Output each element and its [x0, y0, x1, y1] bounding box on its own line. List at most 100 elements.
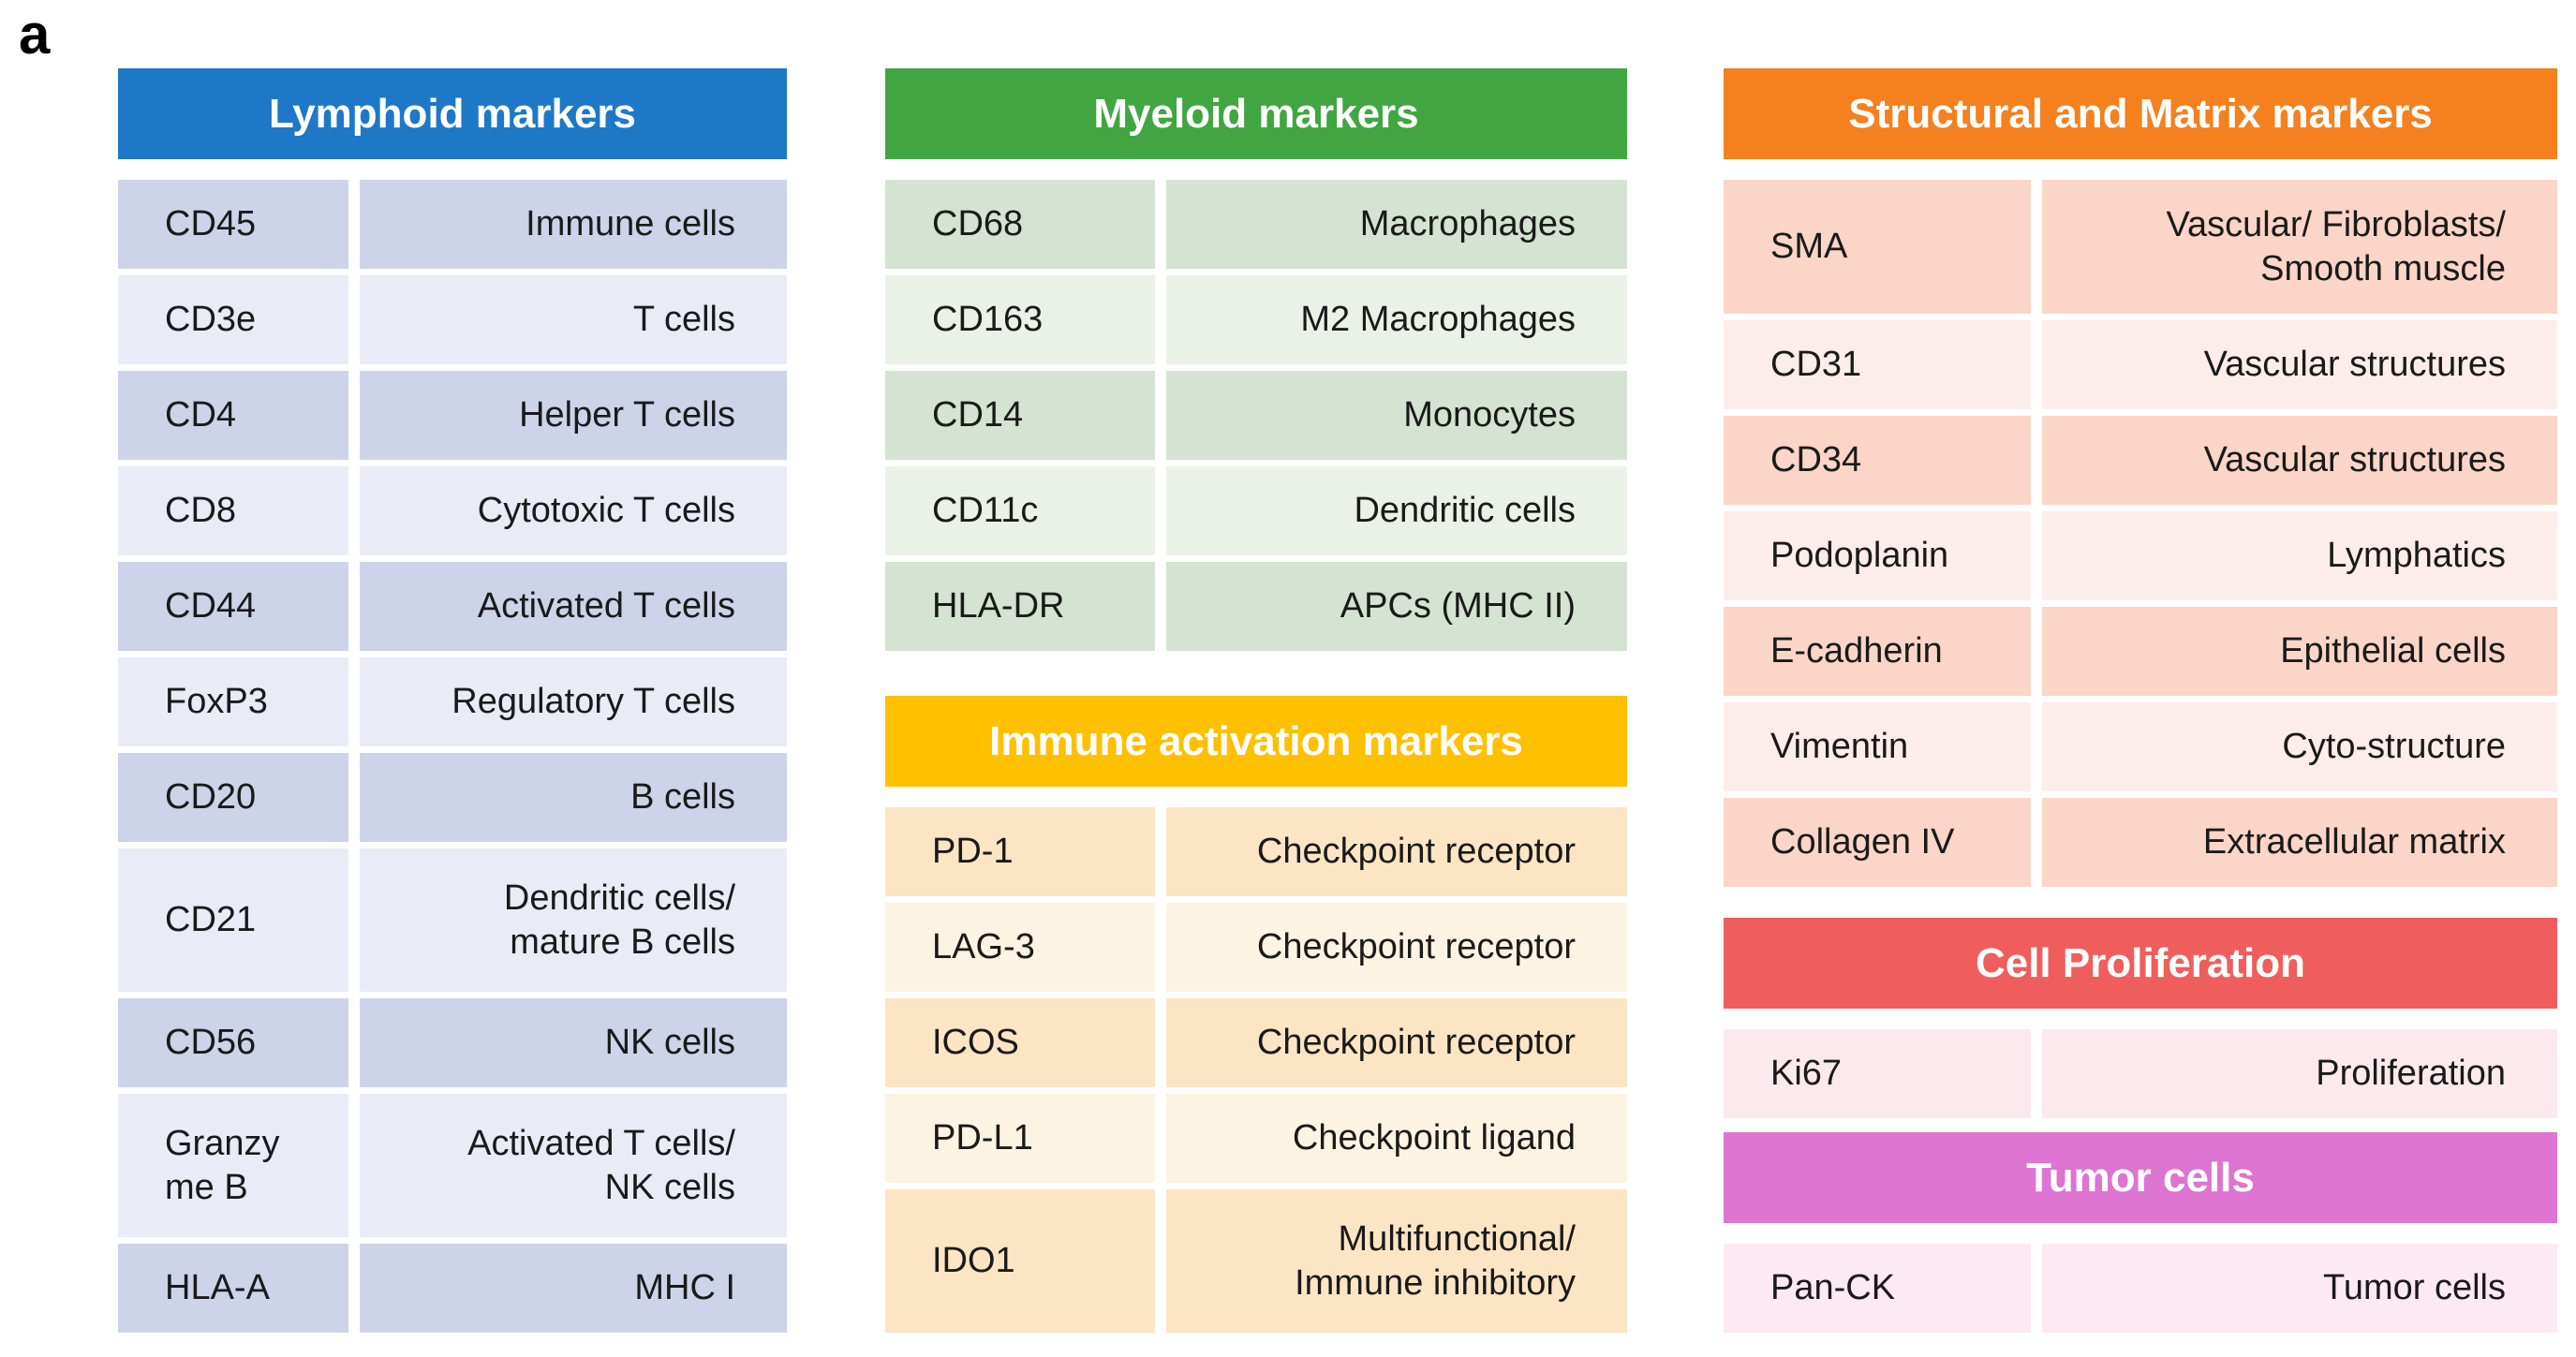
- marker-cell: PD-1: [885, 807, 1155, 896]
- table-rows-immune-activation: PD-1 Checkpoint receptor LAG-3 Checkpoin…: [885, 807, 1627, 1333]
- table-header-tumor-cells: Tumor cells: [1724, 1132, 2557, 1223]
- marker-cell: HLA-DR: [885, 562, 1155, 651]
- marker-cell: CD20: [118, 753, 348, 842]
- table-row: CD20 B cells: [118, 753, 787, 842]
- marker-cell: CD34: [1724, 416, 2031, 505]
- description-cell: Activated T cells: [360, 562, 787, 651]
- table-row: CD3e T cells: [118, 275, 787, 364]
- table-row: CD11c Dendritic cells: [885, 466, 1627, 555]
- marker-cell: LAG-3: [885, 903, 1155, 992]
- table-row: CD21 Dendritic cells/ mature B cells: [118, 848, 787, 992]
- table-row: CD163 M2 Macrophages: [885, 275, 1627, 364]
- marker-cell: CD14: [885, 371, 1155, 460]
- description-cell: Activated T cells/ NK cells: [360, 1094, 787, 1237]
- description-cell: Vascular/ Fibroblasts/ Smooth muscle: [2042, 180, 2557, 314]
- table-immune-activation: Immune activation markers PD-1 Checkpoin…: [885, 696, 1627, 1333]
- marker-cell: CD45: [118, 180, 348, 269]
- description-cell: M2 Macrophages: [1166, 275, 1627, 364]
- table-rows-cell-proliferation: Ki67 Proliferation: [1724, 1029, 2557, 1118]
- marker-cell: Collagen IV: [1724, 798, 2031, 887]
- description-cell: Vascular structures: [2042, 416, 2557, 505]
- marker-cell: ICOS: [885, 998, 1155, 1087]
- marker-cell: HLA-A: [118, 1244, 348, 1333]
- column-lymphoid: Lymphoid markers CD45 Immune cells CD3e …: [118, 68, 787, 1339]
- description-cell: Proliferation: [2042, 1029, 2557, 1118]
- table-header-cell-proliferation: Cell Proliferation: [1724, 918, 2557, 1009]
- marker-cell: FoxP3: [118, 657, 348, 746]
- description-cell: Cytotoxic T cells: [360, 466, 787, 555]
- table-myeloid: Myeloid markers CD68 Macrophages CD163 M…: [885, 68, 1627, 651]
- table-row: HLA-A MHC I: [118, 1244, 787, 1333]
- description-cell: Tumor cells: [2042, 1244, 2557, 1333]
- description-cell: Epithelial cells: [2042, 607, 2557, 696]
- description-cell: Checkpoint ligand: [1166, 1094, 1627, 1183]
- description-cell: B cells: [360, 753, 787, 842]
- table-row: CD31 Vascular structures: [1724, 320, 2557, 409]
- marker-cell: CD11c: [885, 466, 1155, 555]
- marker-cell: CD8: [118, 466, 348, 555]
- table-header-lymphoid: Lymphoid markers: [118, 68, 787, 159]
- description-cell: APCs (MHC II): [1166, 562, 1627, 651]
- column-structural: Structural and Matrix markers SMA Vascul…: [1724, 68, 2557, 1339]
- table-row: CD34 Vascular structures: [1724, 416, 2557, 505]
- description-cell: MHC I: [360, 1244, 787, 1333]
- description-cell: Cyto-structure: [2042, 702, 2557, 791]
- table-row: Collagen IV Extracellular matrix: [1724, 798, 2557, 887]
- description-cell: NK cells: [360, 998, 787, 1087]
- description-cell: T cells: [360, 275, 787, 364]
- table-rows-myeloid: CD68 Macrophages CD163 M2 Macrophages CD…: [885, 180, 1627, 651]
- table-row: Ki67 Proliferation: [1724, 1029, 2557, 1118]
- table-row: HLA-DR APCs (MHC II): [885, 562, 1627, 651]
- marker-cell: CD44: [118, 562, 348, 651]
- table-lymphoid: Lymphoid markers CD45 Immune cells CD3e …: [118, 68, 787, 1333]
- table-row: Podoplanin Lymphatics: [1724, 511, 2557, 600]
- marker-cell: CD31: [1724, 320, 2031, 409]
- table-cell-proliferation: Cell Proliferation Ki67 Proliferation: [1724, 918, 2557, 1118]
- description-cell: Helper T cells: [360, 371, 787, 460]
- table-header-myeloid: Myeloid markers: [885, 68, 1627, 159]
- description-cell: Checkpoint receptor: [1166, 807, 1627, 896]
- description-cell: Monocytes: [1166, 371, 1627, 460]
- marker-cell: PD-L1: [885, 1094, 1155, 1183]
- table-row: Granzy me B Activated T cells/ NK cells: [118, 1094, 787, 1237]
- table-row: CD4 Helper T cells: [118, 371, 787, 460]
- table-row: CD14 Monocytes: [885, 371, 1627, 460]
- table-row: PD-1 Checkpoint receptor: [885, 807, 1627, 896]
- marker-cell: CD163: [885, 275, 1155, 364]
- table-header-immune-activation: Immune activation markers: [885, 696, 1627, 787]
- panel-label: a: [19, 3, 51, 66]
- description-cell: Macrophages: [1166, 180, 1627, 269]
- table-row: LAG-3 Checkpoint receptor: [885, 903, 1627, 992]
- table-header-structural: Structural and Matrix markers: [1724, 68, 2557, 159]
- description-cell: Extracellular matrix: [2042, 798, 2557, 887]
- marker-cell: IDO1: [885, 1189, 1155, 1333]
- table-rows-lymphoid: CD45 Immune cells CD3e T cells CD4 Helpe…: [118, 180, 787, 1333]
- marker-cell: E-cadherin: [1724, 607, 2031, 696]
- table-row: FoxP3 Regulatory T cells: [118, 657, 787, 746]
- description-cell: Dendritic cells: [1166, 466, 1627, 555]
- marker-cell: Podoplanin: [1724, 511, 2031, 600]
- table-row: CD8 Cytotoxic T cells: [118, 466, 787, 555]
- table-row: Pan-CK Tumor cells: [1724, 1244, 2557, 1333]
- marker-cell: Ki67: [1724, 1029, 2031, 1118]
- description-cell: Regulatory T cells: [360, 657, 787, 746]
- table-row: E-cadherin Epithelial cells: [1724, 607, 2557, 696]
- marker-cell: SMA: [1724, 180, 2031, 314]
- column-myeloid: Myeloid markers CD68 Macrophages CD163 M…: [885, 68, 1627, 1339]
- table-structural: Structural and Matrix markers SMA Vascul…: [1724, 68, 2557, 887]
- table-row: CD45 Immune cells: [118, 180, 787, 269]
- marker-cell: CD21: [118, 848, 348, 992]
- description-cell: Checkpoint receptor: [1166, 903, 1627, 992]
- description-cell: Vascular structures: [2042, 320, 2557, 409]
- table-tumor-cells: Tumor cells Pan-CK Tumor cells: [1724, 1132, 2557, 1333]
- marker-cell: CD3e: [118, 275, 348, 364]
- table-rows-tumor-cells: Pan-CK Tumor cells: [1724, 1244, 2557, 1333]
- table-row: Vimentin Cyto-structure: [1724, 702, 2557, 791]
- marker-cell: Granzy me B: [118, 1094, 348, 1237]
- table-row: PD-L1 Checkpoint ligand: [885, 1094, 1627, 1183]
- description-cell: Checkpoint receptor: [1166, 998, 1627, 1087]
- table-row: CD68 Macrophages: [885, 180, 1627, 269]
- marker-cell: CD68: [885, 180, 1155, 269]
- table-row: IDO1 Multifunctional/ Immune inhibitory: [885, 1189, 1627, 1333]
- marker-cell: Pan-CK: [1724, 1244, 2031, 1333]
